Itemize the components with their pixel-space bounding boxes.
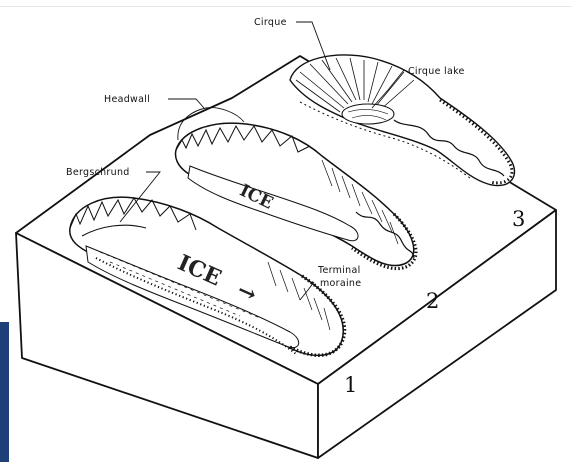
glacier-3-number: 3 [512,207,525,231]
terminal-label: Terminal [317,265,361,276]
glacier-2-number: 2 [426,289,439,313]
bergschrund-label: Bergschrund [66,167,130,178]
moraine-label: moraine [320,278,361,289]
cirque-lake [342,104,394,124]
left-edge-strip [0,322,9,462]
top-divider [0,6,572,7]
glacier-1-number: 1 [344,373,357,397]
headwall-label: Headwall [104,94,150,105]
cirque-label: Cirque [254,17,287,28]
headwall-leader [168,99,204,108]
cirque-lake-label: Cirque lake [408,66,465,77]
